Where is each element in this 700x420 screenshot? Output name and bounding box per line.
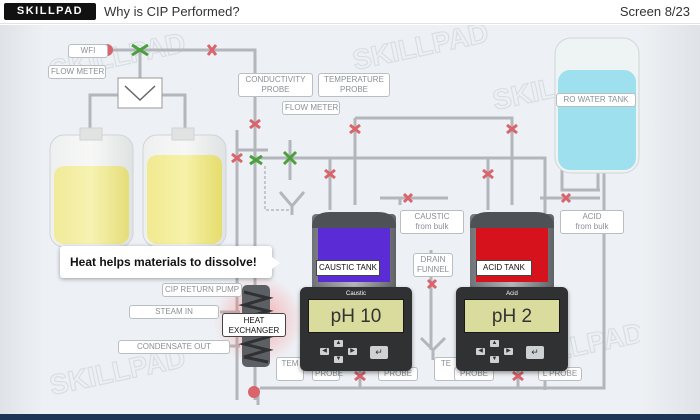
process-tank-1 (49, 127, 134, 248)
label-flow-meter-center: FLOW METER (282, 101, 340, 115)
label-caustic-tank: CAUSTIC TANK (316, 260, 380, 276)
screen-counter: Screen 8/23 (619, 4, 690, 19)
meter-title: Acid (506, 291, 518, 297)
meter-down-button[interactable]: ▼ (334, 356, 343, 363)
header-bar: SKILLPAD Why is CIP Performed? Screen 8/… (0, 0, 700, 24)
meter-right-button[interactable]: ▶ (504, 348, 513, 355)
acid-ph-meter: Acid pH 2 ▲ ◀ ▶ ▼ ↵ (456, 287, 568, 371)
right-margin-panel (640, 25, 700, 420)
diverter-arrows-icon (124, 85, 156, 102)
process-diagram-canvas: SKILLPAD SKILLPAD SKILLPAD SKILLPAD SKIL… (44, 25, 640, 420)
left-margin-panel (0, 25, 44, 420)
caustic-tank (312, 212, 396, 294)
meter-right-button[interactable]: ▶ (348, 348, 357, 355)
page-title: Why is CIP Performed? (104, 4, 240, 19)
meter-reading: pH 10 (308, 299, 404, 333)
process-tank-2 (142, 127, 227, 248)
meter-up-button[interactable]: ▲ (334, 340, 343, 347)
callout-message: Heat helps materials to dissolve! (60, 246, 280, 278)
meter-left-button[interactable]: ◀ (320, 348, 329, 355)
meter-enter-button[interactable]: ↵ (526, 346, 544, 359)
drain-funnel-icon-2 (419, 336, 447, 360)
drain-funnel-icon (278, 191, 306, 215)
valves (101, 43, 572, 398)
label-wfi: WFI (68, 44, 108, 58)
signal-line (264, 166, 290, 211)
bottom-bar (0, 414, 700, 420)
label-cip-return-pump: CIP RETURN PUMP (162, 283, 242, 297)
label-ro-water-tank: RO WATER TANK (556, 93, 636, 107)
meter-reading: pH 2 (464, 299, 560, 333)
meter-down-button[interactable]: ▼ (490, 356, 499, 363)
meter-enter-button[interactable]: ↵ (370, 346, 388, 359)
svg-text:SKILLPAD: SKILLPAD (350, 25, 491, 76)
caustic-ph-meter: Caustic pH 10 ▲ ◀ ▶ ▼ ↵ (300, 287, 412, 371)
label-flow-meter-left: FLOW METER (48, 65, 106, 79)
label-condensate-out: CONDENSATE OUT (118, 340, 230, 354)
diverter-box (117, 77, 163, 109)
acid-tank (470, 212, 554, 294)
meter-title: Caustic (345, 291, 366, 297)
label-steam-in: STEAM IN (129, 305, 219, 319)
label-acid-tank: ACID TANK (476, 260, 532, 276)
meter-up-button[interactable]: ▲ (490, 340, 499, 347)
skillpad-logo: SKILLPAD (4, 3, 96, 20)
meter-left-button[interactable]: ◀ (476, 348, 485, 355)
